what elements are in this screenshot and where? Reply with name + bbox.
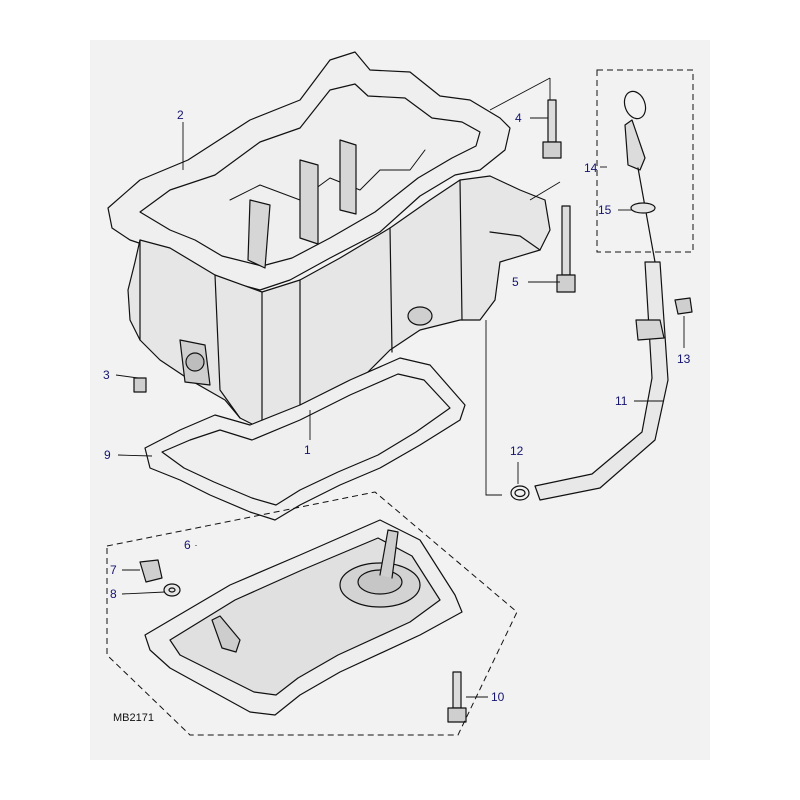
leader-3 <box>115 374 139 379</box>
leader-sump-right <box>485 320 502 496</box>
callout-14: 14 <box>584 161 598 175</box>
callout-13: 13 <box>677 352 691 366</box>
dipstick-seal-15 <box>630 202 656 214</box>
callout-12: 12 <box>510 444 524 458</box>
callout-8: 8 <box>110 587 117 601</box>
callout-4: 4 <box>515 111 522 125</box>
leader-4 <box>489 77 551 119</box>
reference-code: MB2171 <box>113 712 154 724</box>
callout-7: 7 <box>110 563 117 577</box>
dipstick-tube-11 <box>534 261 669 501</box>
drain-plug-7 <box>139 559 163 583</box>
bolt-10 <box>447 671 467 723</box>
callout-9: 9 <box>104 448 111 462</box>
leader-5 <box>528 181 561 283</box>
sealing-washer-8 <box>163 583 181 597</box>
lower-sump-pan <box>144 519 463 716</box>
lower-gasket <box>144 357 466 521</box>
callout-1: 1 <box>304 443 311 457</box>
group-boundary-6 <box>106 491 518 736</box>
callout-11: 11 <box>615 394 628 408</box>
callout-3: 3 <box>103 368 110 382</box>
callout-15: 15 <box>598 203 612 217</box>
callout-2: 2 <box>177 108 184 122</box>
bolt-3 <box>133 377 147 393</box>
group-boundary-14 <box>596 69 694 253</box>
leader-8 <box>121 591 166 595</box>
callout-10: 10 <box>491 690 505 704</box>
dipstick-14 <box>623 90 656 263</box>
callout-6: 6 <box>184 538 191 552</box>
bolt-4 <box>542 99 562 159</box>
callout-5: 5 <box>512 275 519 289</box>
bolt-5 <box>556 205 576 293</box>
o-ring-12 <box>510 485 530 501</box>
bolt-13 <box>674 297 693 315</box>
oil-sump-body <box>127 139 551 429</box>
leader-9 <box>117 454 153 457</box>
